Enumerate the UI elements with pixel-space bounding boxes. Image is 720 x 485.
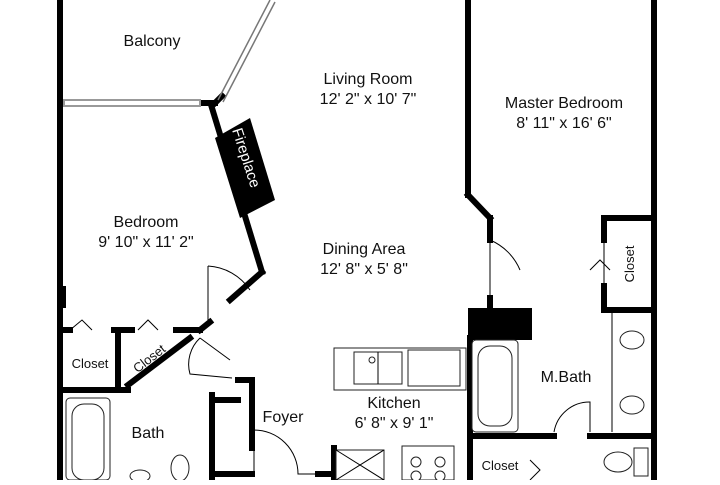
foyer-label: Foyer (263, 409, 305, 426)
bathtub-master-icon (468, 308, 532, 433)
bedroom-label: Bedroom (114, 214, 179, 231)
master-bedroom-label: Master Bedroom (505, 95, 623, 112)
bedroom-window (63, 99, 201, 107)
kitchen-dims: 6' 8" x 9' 1" (355, 415, 434, 432)
kitchen-label: Kitchen (367, 395, 420, 412)
doors (69, 239, 611, 481)
closet-left-label: Closet (72, 356, 109, 371)
bath-label: Bath (132, 425, 165, 442)
master-bedroom-dims: 8' 11" x 16' 6" (516, 115, 611, 132)
wall-closet-angle (195, 317, 215, 335)
vanity-icon (611, 312, 645, 432)
wall-angle-bed (225, 267, 267, 305)
wall-closet-angled (123, 333, 195, 390)
toilet-icon (129, 454, 190, 483)
sliding-door (217, 0, 276, 103)
fireplace: Fireplace (215, 118, 275, 218)
fridge-icon (335, 449, 385, 481)
dining-area-label: Dining Area (323, 241, 406, 258)
toilet-master-icon (603, 447, 649, 477)
wall-master-angle (463, 190, 495, 223)
balcony-label: Balcony (124, 33, 181, 50)
closet-master-label: Closet (622, 245, 637, 282)
room-labels: Balcony Living Room 12' 2" x 10' 7" Mast… (72, 33, 637, 473)
dining-area-dims: 12' 8" x 5' 8" (320, 261, 408, 278)
master-bath-label: M.Bath (541, 369, 592, 386)
bedroom-dims: 9' 10" x 11' 2" (98, 234, 193, 251)
stove-icon (401, 445, 455, 482)
living-room-label: Living Room (324, 71, 413, 88)
walls (57, 0, 657, 483)
closet-bottom-label: Closet (482, 458, 519, 473)
dishwasher-icon (407, 349, 461, 387)
bathtub-icon (65, 397, 111, 481)
kitchen-counter (333, 347, 467, 391)
living-room-dims: 12' 2" x 10' 7" (320, 91, 417, 108)
wall-stub (57, 286, 66, 308)
